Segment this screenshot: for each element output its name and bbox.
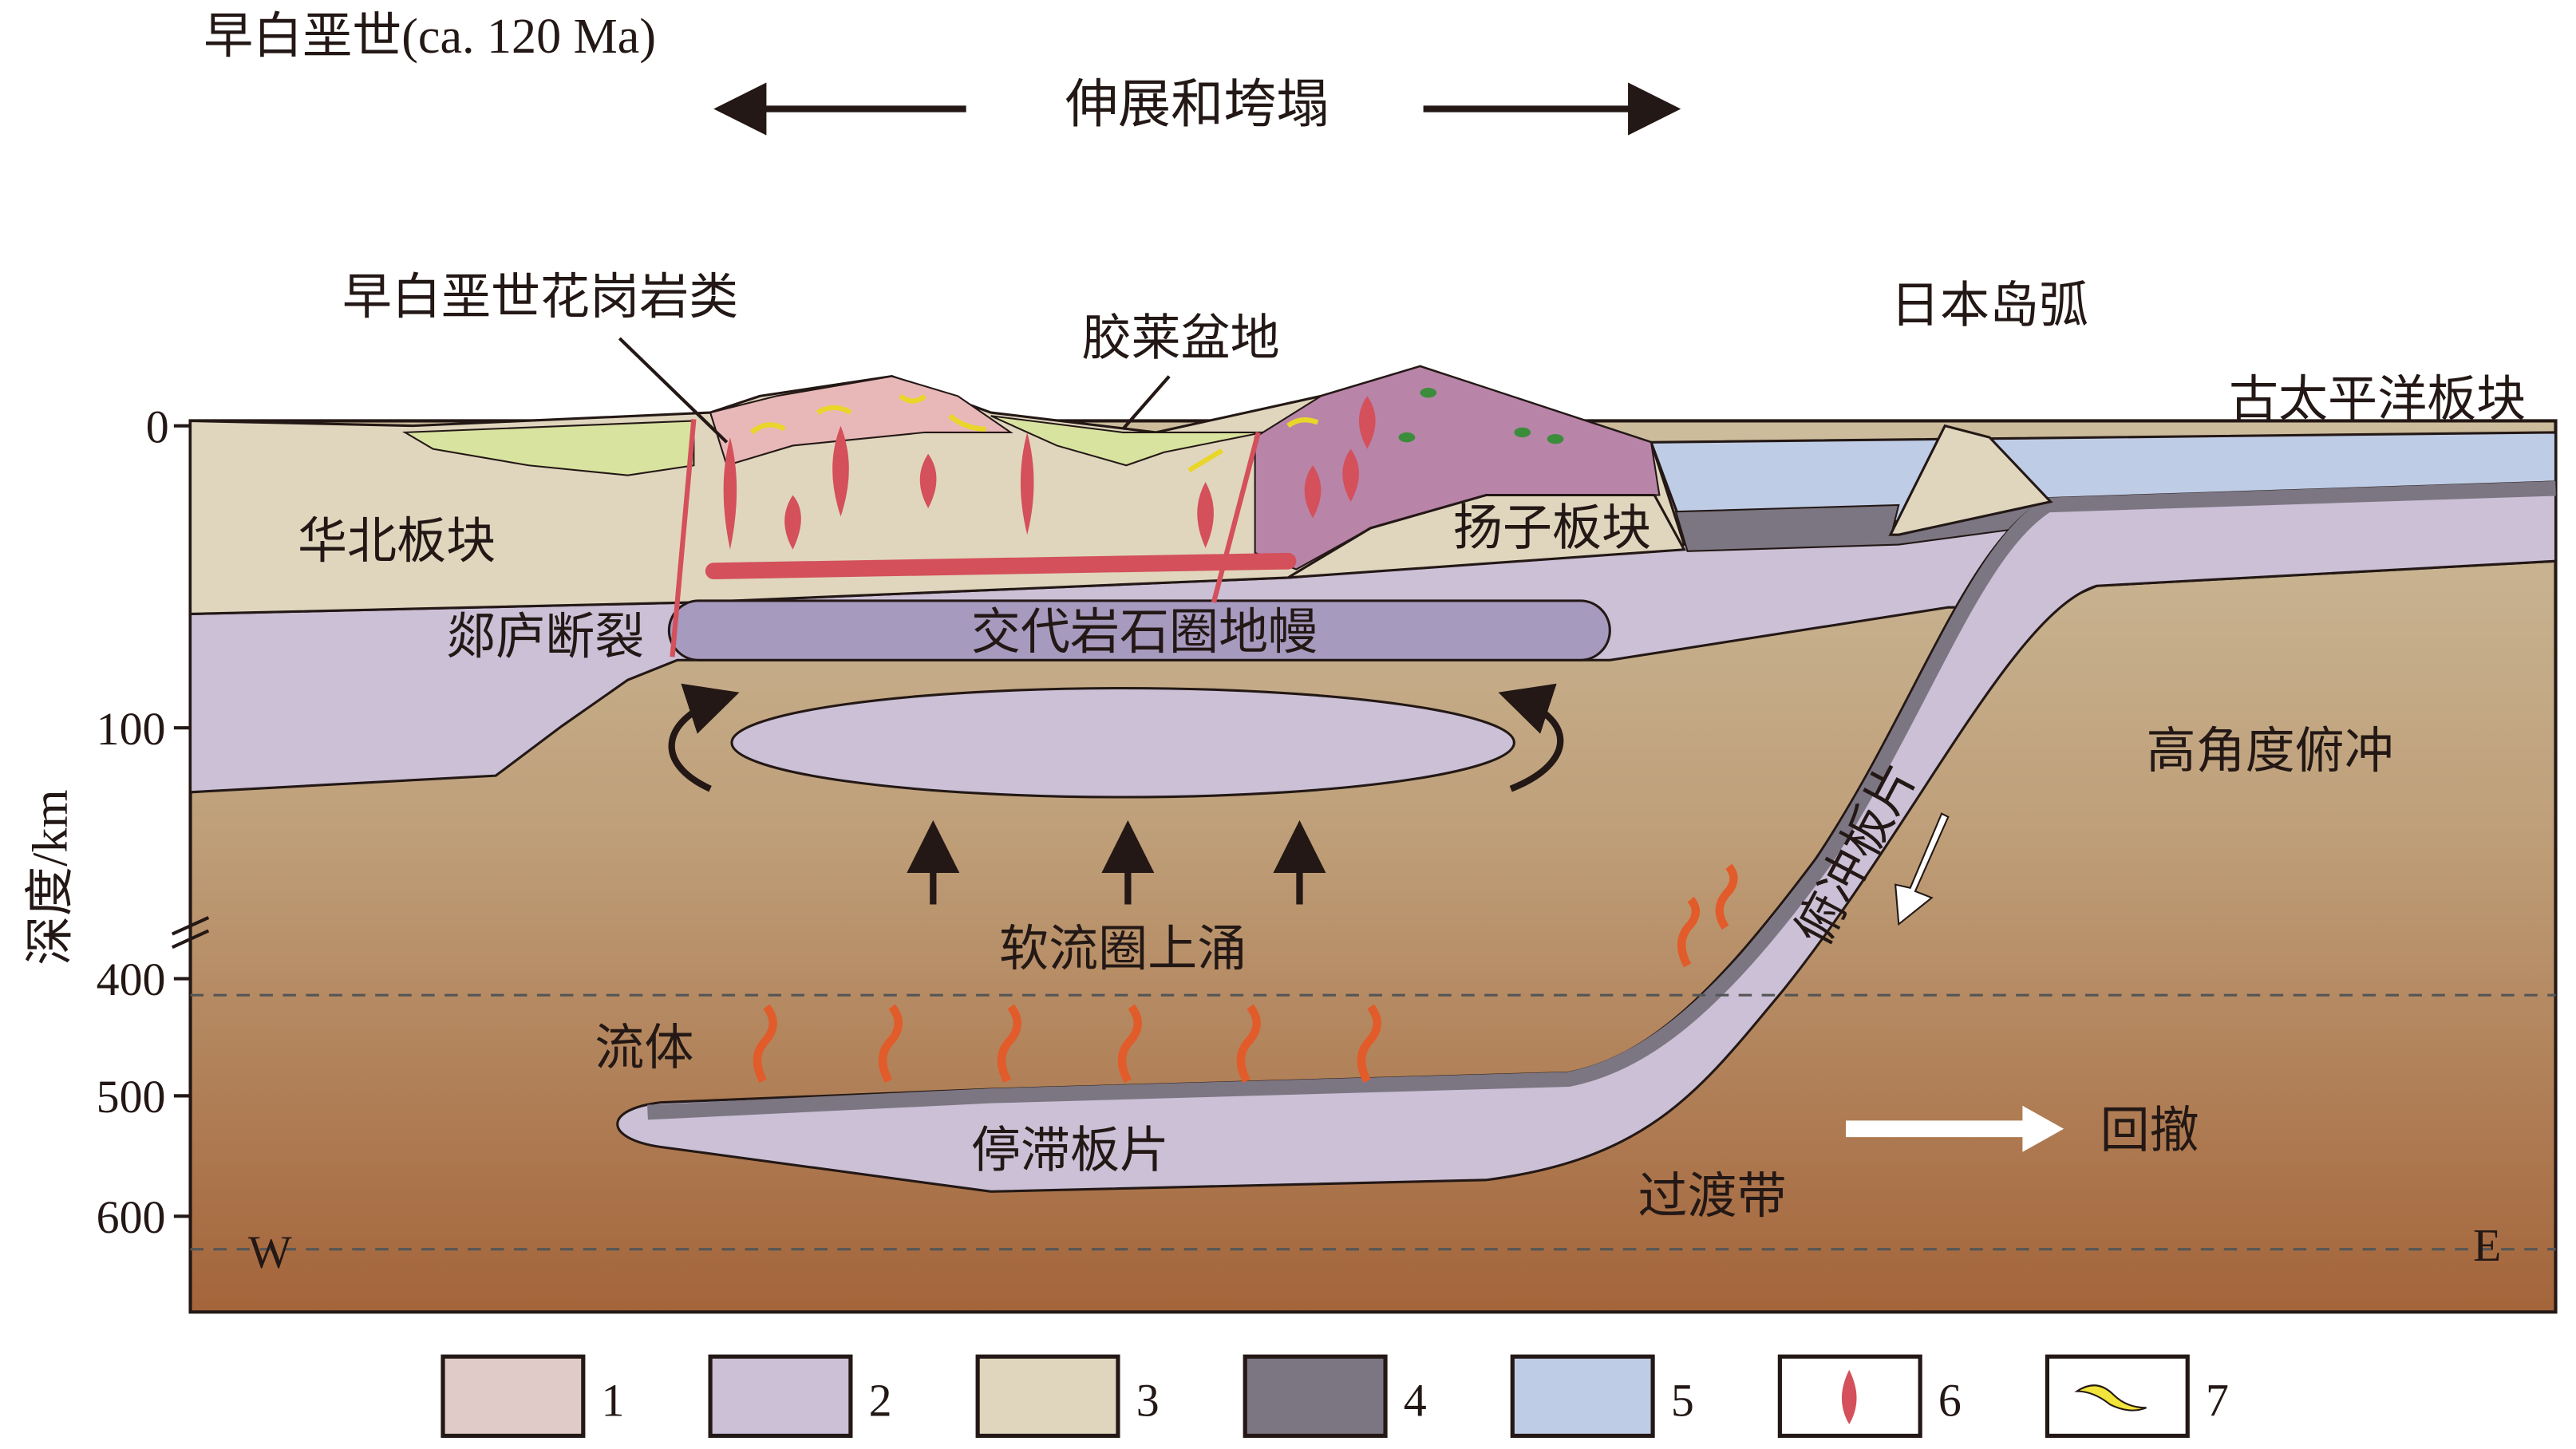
fluid-arrows bbox=[753, 863, 1738, 1084]
magma-drop bbox=[723, 437, 737, 550]
slab-motion-arrow bbox=[1894, 812, 1950, 926]
basin-leader bbox=[1121, 375, 1171, 431]
label-high-angle-subduction: 高角度俯冲 bbox=[2147, 724, 2394, 779]
tick-400: 400 bbox=[97, 953, 166, 1005]
granite-zone bbox=[709, 375, 1013, 467]
label-north-china: 华北板块 bbox=[298, 515, 496, 569]
svg-text:1: 1 bbox=[602, 1375, 625, 1427]
label-jiaolai-basin: 胶莱盆地 bbox=[1081, 312, 1279, 366]
circulation-arrow-right bbox=[1498, 683, 1564, 792]
label-tanlu-fault: 郯庐断裂 bbox=[446, 610, 644, 665]
magma-drop bbox=[1358, 396, 1376, 449]
svg-text:6: 6 bbox=[1938, 1375, 1962, 1427]
yangtze-crust bbox=[1287, 493, 1686, 579]
legend-item-3: 3 bbox=[975, 1354, 1160, 1439]
legend-item-1: 1 bbox=[441, 1354, 625, 1439]
legend-item-7: 7 bbox=[2045, 1354, 2229, 1439]
tick-500: 500 bbox=[97, 1071, 166, 1123]
tanlu-fault-west bbox=[670, 419, 697, 657]
legend-item-4: 4 bbox=[1243, 1354, 1427, 1439]
yellow-veins bbox=[749, 393, 1319, 473]
magma-drop bbox=[919, 453, 937, 509]
label-transition-zone: 过渡带 bbox=[1638, 1170, 1786, 1224]
green-dots bbox=[1398, 388, 1564, 444]
label-east: E bbox=[2473, 1219, 2501, 1271]
label-yangtze: 扬子板块 bbox=[1453, 502, 1651, 556]
asthenosphere-cell bbox=[730, 686, 1515, 799]
magma-drop bbox=[1304, 465, 1322, 519]
tick-100: 100 bbox=[97, 703, 166, 755]
magma-drop bbox=[1020, 432, 1034, 535]
tanlu-fault-east bbox=[1211, 432, 1261, 603]
rollback-arrow bbox=[1846, 1105, 2064, 1152]
granite-leader bbox=[618, 337, 729, 444]
slab bbox=[616, 480, 2558, 1193]
svg-text:3: 3 bbox=[1136, 1375, 1160, 1427]
legend-item-2: 2 bbox=[708, 1354, 892, 1439]
magma-drop bbox=[832, 425, 849, 517]
jiaolai-basin bbox=[990, 415, 1264, 467]
label-fluid: 流体 bbox=[595, 1021, 693, 1076]
svg-text:2: 2 bbox=[869, 1375, 892, 1427]
extension-label: 伸展和垮塌 bbox=[1065, 76, 1329, 134]
label-west: W bbox=[248, 1226, 292, 1277]
slab-top-crust bbox=[647, 480, 2556, 1120]
label-paleo-pacific: 古太平洋板块 bbox=[2229, 373, 2526, 427]
depth-axis: 0 100 400 500 600 深度/km bbox=[23, 401, 210, 1243]
magma-drop bbox=[1197, 481, 1214, 548]
magma-drop bbox=[784, 495, 801, 550]
magma-underplating bbox=[705, 552, 1297, 579]
axis-label: 深度/km bbox=[23, 789, 77, 965]
label-rollback: 回撤 bbox=[2100, 1104, 2199, 1158]
label-metasomatized-mantle: 交代岩石圈地幔 bbox=[971, 606, 1318, 660]
label-granites: 早白垩世花岗岩类 bbox=[342, 270, 738, 325]
tick-0: 0 bbox=[146, 401, 169, 452]
svg-text:5: 5 bbox=[1671, 1375, 1694, 1427]
japan-arc bbox=[1888, 424, 2053, 536]
label-upwelling: 软流圈上涌 bbox=[999, 922, 1247, 977]
yellow-vein-icon bbox=[2074, 1384, 2147, 1411]
label-japan-arc: 日本岛弧 bbox=[1891, 278, 2088, 333]
legend-item-5: 5 bbox=[1510, 1354, 1694, 1439]
svg-text:4: 4 bbox=[1404, 1375, 1427, 1427]
tick-600: 600 bbox=[97, 1191, 166, 1243]
axis-break-icon bbox=[171, 916, 210, 950]
svg-text:7: 7 bbox=[2206, 1375, 2229, 1427]
magma-drop bbox=[1342, 448, 1359, 502]
magma-drops bbox=[723, 396, 1376, 550]
legend: 1 2 3 4 5 6 7 bbox=[441, 1354, 2229, 1439]
label-stagnant-slab: 停滞板片 bbox=[971, 1123, 1169, 1178]
diagram-title: 早白垩世(ca. 120 Ma) bbox=[203, 10, 656, 64]
metasomatized-mantle bbox=[667, 599, 1611, 661]
legend-item-6: 6 bbox=[1777, 1354, 1962, 1439]
circulation-arrow-left bbox=[668, 683, 740, 792]
upwelling-arrows bbox=[907, 819, 1326, 905]
magma-drop-icon bbox=[1841, 1369, 1857, 1424]
